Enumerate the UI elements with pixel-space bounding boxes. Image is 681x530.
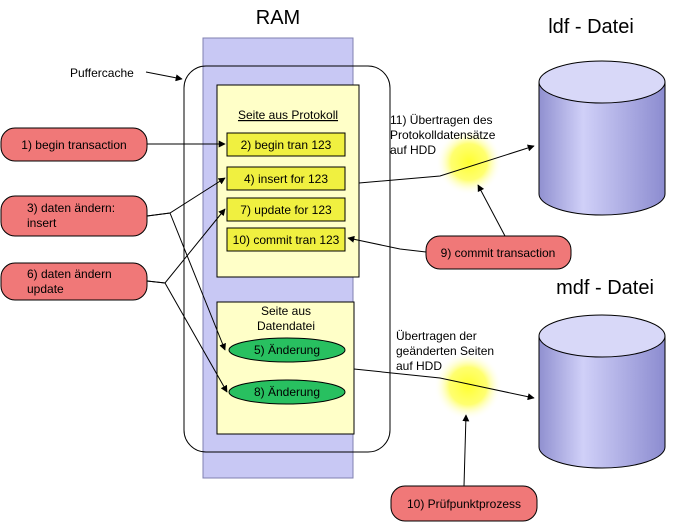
log-entry-label: 10) commit tran 123	[233, 233, 340, 247]
log-page-title: Seite aus Protokoll	[238, 108, 338, 122]
action-insert-label-line2: insert	[27, 216, 57, 230]
log-entry: 2) begin tran 123	[226, 132, 346, 157]
log-entry: 7) update for 123	[226, 197, 346, 222]
data-transfer-line3: auf HDD	[396, 359, 442, 373]
arrow-commit-to-log	[347, 235, 427, 253]
change-ellipse: 5) Änderung	[228, 337, 346, 363]
action-commit-label: 9) commit transaction	[441, 246, 556, 260]
mdf-file-label: mdf - Datei	[556, 277, 654, 299]
data-page	[216, 301, 355, 435]
arrow-checkpoint-to-glow	[462, 414, 470, 487]
arrow-log-to-ldf	[358, 144, 535, 184]
action-begin-label: 1) begin transaction	[21, 138, 126, 152]
buffer-cache-label: Puffercache	[70, 66, 134, 80]
arrow-data-to-mdf	[353, 368, 535, 401]
mdf-cylinder	[538, 314, 666, 469]
change-label: 5) Änderung	[254, 343, 320, 357]
change-ellipse: 8) Änderung	[228, 379, 346, 405]
data-transfer-glow	[434, 352, 502, 420]
ldf-file-label: ldf - Datei	[548, 16, 634, 38]
action-insert-label-line1: 3) daten ändern:	[27, 201, 115, 215]
log-entry-label: 7) update for 123	[240, 203, 332, 217]
log-entry: 10) commit tran 123	[226, 227, 346, 252]
connector-arrows	[146, 140, 535, 487]
arrow-update-to-change8	[146, 280, 228, 393]
action-update-label-line2: update	[27, 282, 64, 296]
arrow-commit-to-glow	[477, 184, 506, 237]
data-transfer-line1: Übertragen der	[396, 329, 477, 343]
action-insert: 3) daten ändern: insert	[0, 195, 148, 237]
action-begin: 1) begin transaction	[0, 127, 148, 162]
log-transfer-glow	[436, 129, 502, 195]
action-commit: 9) commit transaction	[425, 235, 572, 270]
data-page-title-line2: Datendatei	[257, 319, 315, 333]
log-entry-label: 4) insert for 123	[244, 172, 328, 186]
data-transfer-line2: geänderten Seiten	[396, 344, 494, 358]
action-update: 6) daten ändern update	[0, 262, 148, 301]
ram-title: RAM	[256, 7, 300, 29]
log-entry-label: 2) begin tran 123	[241, 138, 332, 152]
log-transfer-line2: Protokolldatensätze	[390, 128, 496, 142]
arrow-insert-to-change5	[146, 212, 226, 351]
action-update-label-line1: 6) daten ändern	[27, 267, 112, 281]
buffer-cache-pointer	[145, 71, 183, 82]
log-transfer-line3: auf HDD	[390, 143, 436, 157]
change-label: 8) Änderung	[254, 385, 320, 399]
log-transfer-line1: 11) Übertragen des	[390, 113, 493, 127]
log-entry: 4) insert for 123	[226, 166, 346, 191]
action-checkpoint: 10) Prüfpunktprozess	[390, 485, 538, 522]
data-page-title-line1: Seite aus	[261, 304, 311, 318]
action-checkpoint-label: 10) Prüfpunktprozess	[407, 497, 521, 511]
ldf-cylinder	[538, 60, 666, 216]
